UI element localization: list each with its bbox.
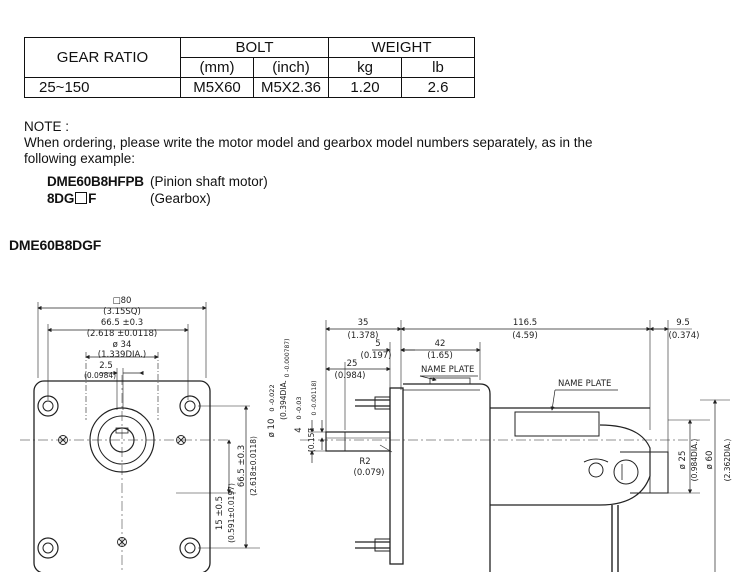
dim-d60v-in: (2.362DIA.): [723, 439, 732, 482]
dim-42-in: (1.65): [427, 351, 453, 361]
dim-d60v: ø 60: [705, 451, 715, 470]
dim-v665: 66.5 ±0.3: [237, 445, 247, 487]
dim-34: ø 34: [113, 340, 132, 350]
weight-lb-cell: 2.6: [401, 77, 475, 98]
note-line-2: following example:: [24, 151, 136, 166]
front-view-dimensions: □80 (3.15SQ) 66.5 ±0.3 (2.618 ±0.0118) ø…: [84, 296, 258, 543]
dim-shaft-dia-in-tol: 0 -0.000787): [284, 339, 291, 378]
dim-v665-in: (2.618±0.0118): [249, 436, 258, 496]
dim-35: 35: [358, 318, 369, 328]
dim-key: 4: [294, 427, 304, 432]
name-plate-label-1: NAME PLATE: [421, 365, 474, 375]
motor-desc: (Pinion shaft motor): [150, 174, 268, 189]
dim-35-in: (1.378): [348, 331, 379, 341]
dim-5-in: (0.197): [361, 351, 392, 361]
example-motor-row: DME60B8HFPB (Pinion shaft motor): [47, 173, 268, 190]
dim-95: 9.5: [676, 318, 690, 328]
bolt-header: BOLT: [180, 37, 329, 58]
dim-shaft-dia-in: (0.394DIA.: [279, 380, 288, 420]
example-gear-row: 8DG F (Gearbox): [47, 190, 268, 207]
blank-box-icon: [75, 192, 88, 204]
dim-2-5: 2.5: [99, 361, 113, 371]
dim-r2-in: (0.079): [354, 468, 385, 478]
motor-model: DME60B8HFPB: [47, 174, 144, 189]
dim-2-5-in: (0.0984): [84, 371, 116, 380]
weight-header: WEIGHT: [328, 37, 475, 58]
dim-665: 66.5 ±0.3: [101, 318, 143, 328]
note-line-1: When ordering, please write the motor mo…: [24, 135, 593, 150]
dim-1165-in: (4.59): [512, 331, 538, 341]
gear-suffix: F: [88, 191, 97, 206]
weight-kg-cell: 1.20: [328, 77, 402, 98]
gear-ratio-header: GEAR RATIO: [24, 37, 181, 78]
name-plate-label-2: NAME PLATE: [558, 379, 611, 389]
dim-25-in: (0.984): [335, 371, 366, 381]
gear-prefix: 8DG: [47, 191, 75, 206]
ratio-cell: 25~150: [24, 77, 181, 98]
dim-d25v-in: (0.984DIA.): [690, 439, 699, 482]
dim-key-in: (0.157: [307, 428, 316, 453]
lb-subheader: lb: [401, 57, 475, 78]
dim-80-in: (3.15SQ): [103, 307, 141, 317]
bolt-inch-cell: M5X2.36: [253, 77, 329, 98]
dim-665-in: (2.618 ±0.0118): [87, 329, 158, 339]
spec-table: GEAR RATIO BOLT WEIGHT (mm) (inch) kg lb…: [24, 37, 475, 98]
dim-5: 5: [375, 339, 380, 349]
gear-desc: (Gearbox): [150, 191, 211, 206]
dim-v15-in: (0.591±0.0197): [227, 483, 236, 543]
diagram-title: DME60B8DGF: [9, 237, 102, 253]
front-view: [20, 302, 260, 572]
inch-subheader: (inch): [253, 57, 329, 78]
dim-42: 42: [435, 339, 446, 349]
dim-1165: 116.5: [513, 318, 537, 328]
note-title: NOTE :: [24, 119, 70, 134]
dim-d25v: ø 25: [678, 451, 688, 470]
side-view: [300, 320, 730, 572]
table-row: 25~150 M5X60 M5X2.36 1.20 2.6: [24, 77, 475, 98]
dim-25: 25: [347, 359, 358, 369]
example-block: DME60B8HFPB (Pinion shaft motor) 8DG F (G…: [47, 173, 268, 207]
dim-34-in: (1.339DIA.): [98, 350, 146, 360]
dim-shaft-dia-tol: 0 -0.022: [268, 384, 276, 411]
note-block: NOTE : When ordering, please write the m…: [24, 119, 593, 167]
dim-95-in: (0.374): [669, 331, 700, 341]
dim-key-tol: 0 -0.03: [295, 396, 303, 419]
dim-shaft-dia: ø 10: [267, 419, 277, 438]
side-view-dimensions: 35 (1.378) 5 (0.197) 25 (0.984) 42 (1.65…: [267, 318, 732, 481]
dim-v15: 15 ±0.5: [215, 496, 225, 530]
bolt-mm-cell: M5X60: [180, 77, 254, 98]
technical-drawing: □80 (3.15SQ) 66.5 ±0.3 (2.618 ±0.0118) ø…: [20, 296, 732, 572]
dim-80: □80: [113, 296, 132, 306]
kg-subheader: kg: [328, 57, 402, 78]
mm-subheader: (mm): [180, 57, 254, 78]
dim-r2: R2: [359, 457, 370, 467]
gear-model: 8DG F: [47, 190, 150, 207]
dim-key-in-tol: 0 -0.00118): [311, 380, 318, 415]
